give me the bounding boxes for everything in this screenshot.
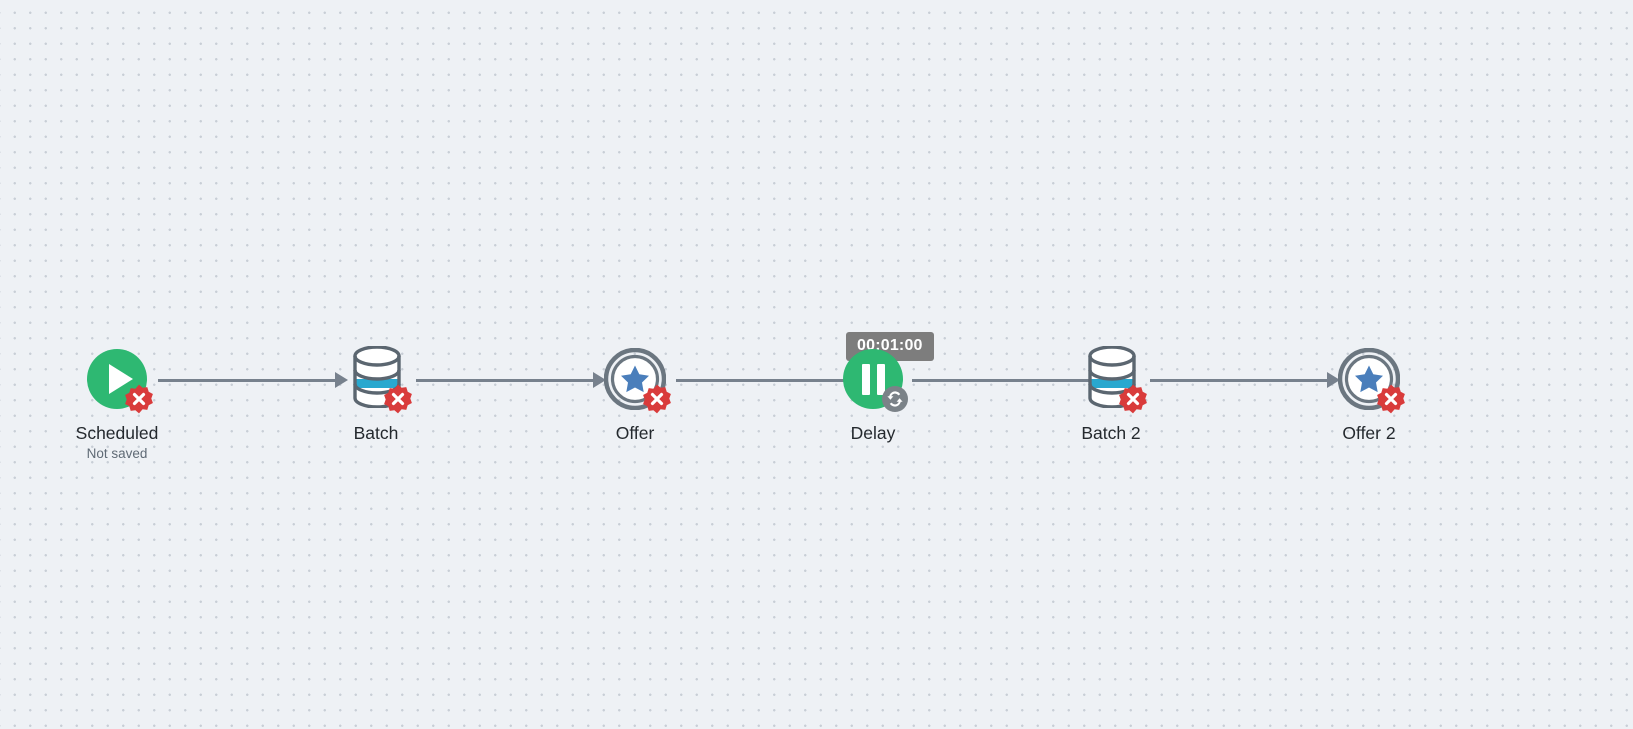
offer-star-icon[interactable] [604,348,666,410]
recurrence-icon[interactable] [881,385,909,413]
offer-star-icon[interactable] [1338,348,1400,410]
connector-batch-2-to-offer-2[interactable] [1150,370,1340,390]
node-label: Delay [850,423,896,443]
node-icon-wrap[interactable] [839,345,909,413]
node-icon-wrap[interactable] [342,345,412,414]
connector-line [676,378,854,382]
connector-scheduled-to-batch[interactable] [158,370,348,390]
arrow-head-icon [1327,372,1340,388]
connector-batch-to-offer[interactable] [416,370,606,390]
node-icon-wrap[interactable] [601,345,671,414]
node-icon-wrap[interactable] [1077,345,1147,414]
node-label: Offer 2 [1342,423,1396,443]
arrow-head-icon [593,372,606,388]
node-icon-wrap[interactable] [83,345,153,414]
node-label: Batch 2 [1081,423,1141,443]
connector-line [1150,378,1328,382]
workflow-node-offer[interactable]: Offer [555,345,715,443]
connector-line [416,378,594,382]
node-label: Batch [353,423,399,443]
node-sublabel: Not saved [86,446,148,462]
connector-line [912,378,1090,382]
node-label: Scheduled [75,423,159,443]
error-badge-icon[interactable] [382,383,414,415]
workflow-node-delay[interactable]: 00:01:00 Delay [793,332,953,443]
workflow-node-batch[interactable]: Batch [296,345,456,443]
error-badge-icon[interactable] [1117,383,1149,415]
arrow-head-icon [335,372,348,388]
error-badge-icon[interactable] [641,383,673,415]
error-badge-icon[interactable] [123,383,155,415]
pause-bars-icon [861,363,885,395]
node-label: Offer [615,423,655,443]
workflow-node-batch-2[interactable]: Batch 2 [1031,345,1191,443]
connector-line [158,378,336,382]
play-triangle-icon [109,364,133,394]
workflow-node-scheduled[interactable]: Scheduled Not saved [37,345,197,462]
node-icon-wrap[interactable] [1335,345,1405,414]
error-badge-icon[interactable] [1375,383,1407,415]
workflow-node-offer-2[interactable]: Offer 2 [1289,345,1449,443]
